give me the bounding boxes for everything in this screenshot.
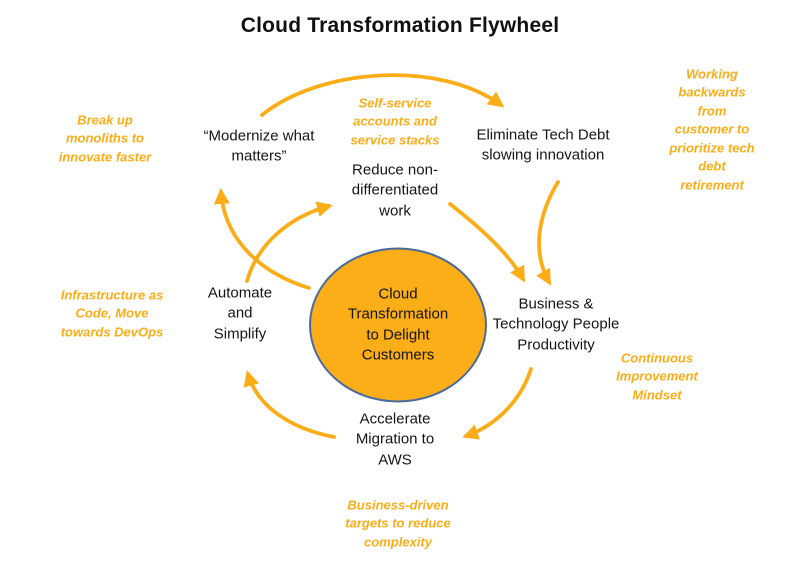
node-business-technology-productivity: Business & Technology People Productivit…	[492, 295, 620, 354]
arrow-automate-to-reduce	[245, 201, 333, 283]
annotation-continuous-improvement: Continuous Improvement Mindset	[616, 350, 698, 403]
arrow-accelerate-to-automate	[243, 370, 336, 439]
arrow-reduce-to-productivity	[448, 202, 525, 283]
page-title: Cloud Transformation Flywheel	[240, 14, 560, 37]
arrow-productivity-to-accelerate	[462, 367, 533, 440]
node-reduce-non-differentiated-work: Reduce non- differentiated work	[351, 161, 439, 220]
hub-label: Cloud Transformation to Delight Customer…	[347, 285, 449, 364]
node-eliminate-tech-debt: Eliminate Tech Debt slowing innovation	[476, 126, 610, 164]
arrow-eliminate-to-productivity	[536, 180, 560, 286]
node-automate-and-simplify: Automate and Simplify	[207, 284, 273, 343]
annotation-break-up-monoliths: Break up monoliths to innovate faster	[58, 112, 152, 165]
node-modernize-what-matters: “Modernize what matters”	[203, 127, 315, 165]
hub-circle: Cloud Transformation to Delight Customer…	[309, 247, 487, 403]
annotation-business-driven-targets: Business-driven targets to reduce comple…	[345, 497, 451, 550]
annotation-infrastructure-as-code: Infrastructure as Code, Move towards Dev…	[60, 287, 164, 340]
annotation-self-service-stacks: Self-service accounts and service stacks	[350, 95, 440, 148]
node-accelerate-migration-aws: Accelerate Migration to AWS	[355, 410, 435, 469]
arrow-hub-to-modernize	[213, 188, 311, 290]
annotation-working-backwards: Working backwards from customer to prior…	[669, 66, 755, 193]
